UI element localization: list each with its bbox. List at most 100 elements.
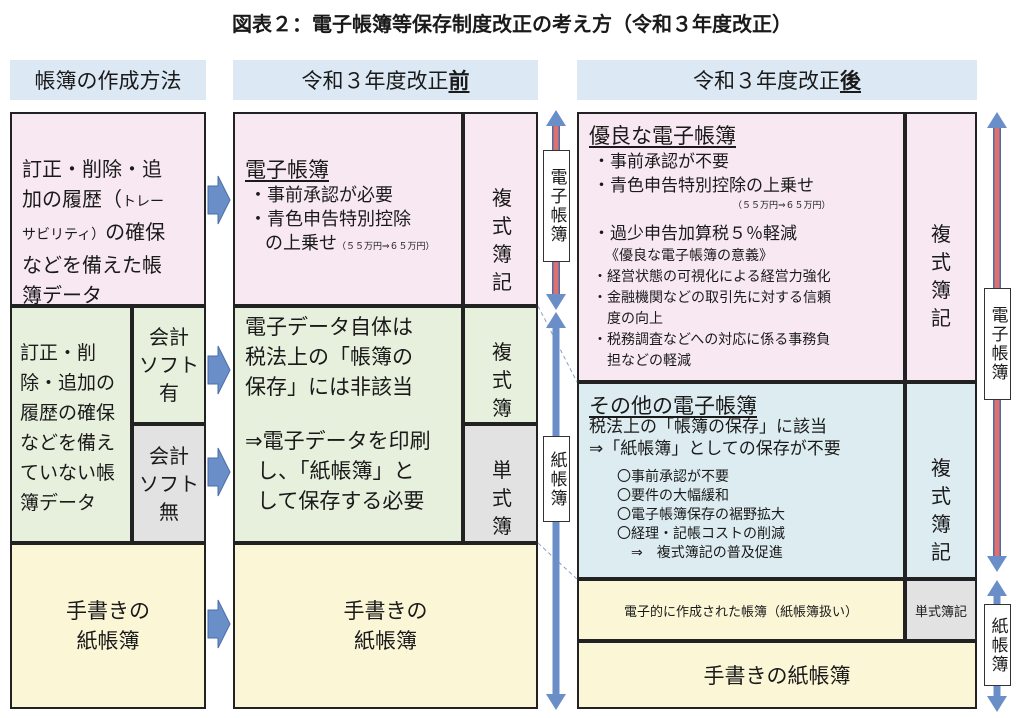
arrow-right-icon bbox=[207, 345, 231, 395]
before-double-entry: 複 式 簿 記 bbox=[471, 184, 541, 296]
method-traceable-line: 加の履歴（トレー bbox=[22, 184, 202, 217]
after-other-item: ⇒ 複式簿記の普及促進 bbox=[617, 545, 783, 561]
software-yes-line: ソフト bbox=[139, 353, 199, 377]
arrow-down-icon bbox=[987, 696, 1007, 712]
entry-line: 簿 記 bbox=[492, 242, 520, 294]
before-handwritten-line: 紙帳簿 bbox=[354, 629, 417, 653]
after-other-item: 〇事前承認が不要 bbox=[617, 469, 729, 485]
before-print-line: し、「紙帳簿」と bbox=[257, 459, 415, 483]
after-other-item: 〇電子帳簿保存の裾野拡大 bbox=[617, 507, 785, 523]
label-text: 電子帳簿 bbox=[987, 306, 1008, 382]
before-label-paper: 紙帳簿 bbox=[543, 436, 570, 522]
before-handwritten: 手書きの 紙帳簿 bbox=[233, 543, 538, 709]
arrow-up-icon bbox=[987, 580, 1007, 596]
method-traceable-text: 訂正・削除・追 加の履歴（トレー サビリティ）の確保 などを備えた帳 簿データ bbox=[22, 154, 202, 310]
after-double-entry-2: 複 式 簿 記 bbox=[911, 454, 979, 566]
after-label-ebook: 電子帳簿 bbox=[984, 288, 1011, 400]
header-before-text: 令和３年度改正 bbox=[301, 69, 449, 93]
entry-line: 簿 記 bbox=[931, 278, 959, 330]
arrow-right-icon bbox=[207, 599, 231, 649]
method-no-trace-line: 除・追加の bbox=[20, 372, 116, 394]
method-row-traceable: 訂正・削除・追 加の履歴（トレー サビリティ）の確保 などを備えた帳 簿データ bbox=[10, 112, 206, 307]
arrow-right-icon bbox=[207, 447, 231, 497]
after-other-line: 税法上の「帳簿の保存」に該当 bbox=[589, 417, 827, 437]
before-ebook-items: ・事前承認が必要 ・青色申告特別控除 の上乗せ（５５万円⇒６５万円） bbox=[249, 184, 464, 259]
entry-line: 複 式 bbox=[931, 222, 959, 274]
after-handwritten: 手書きの紙帳簿 bbox=[577, 641, 977, 709]
significance-item: 度の向上 bbox=[593, 311, 663, 327]
before-data-line: 税法上の「帳簿の bbox=[245, 345, 413, 369]
header-before-emphasis: 前 bbox=[448, 69, 470, 93]
after-electronic-paper: 電子的に作成された帳簿（紙帳簿扱い） bbox=[577, 579, 905, 641]
after-excellent-item: ・過少申告加算税５％軽減 bbox=[593, 224, 797, 244]
after-other-item: 〇要件の大幅緩和 bbox=[617, 488, 729, 504]
after-other-items: 〇事前承認が不要 〇要件の大幅緩和 〇電子帳簿保存の裾野拡大 〇経理・記帳コスト… bbox=[617, 468, 902, 563]
before-ebook: 電子帳簿 ・事前承認が必要 ・青色申告特別控除 の上乗せ（５５万円⇒６５万円） bbox=[233, 112, 463, 306]
label-text: 電子帳簿 bbox=[546, 168, 567, 244]
before-data-lines: 電子データ自体は 税法上の「帳簿の 保存」には非該当 bbox=[245, 312, 413, 402]
label-text: 紙帳簿 bbox=[987, 616, 1008, 674]
before-print-lines: ⇒電子データを印刷 し、「紙帳簿」と して保存する必要 bbox=[245, 426, 431, 516]
before-ebook-item-main: の上乗せ bbox=[265, 233, 337, 254]
header-after: 令和３年度改正後 bbox=[577, 60, 977, 100]
after-single-entry: 単式簿記 bbox=[905, 579, 977, 641]
software-yes-line: 会計 bbox=[149, 325, 189, 349]
significance-title: 《優良な電子帳簿の意義》 bbox=[605, 248, 773, 264]
software-no-line: 会計 bbox=[149, 443, 189, 468]
entry-line: 複 式 bbox=[492, 186, 520, 238]
entry-line: 複 式 bbox=[492, 340, 520, 392]
label-text: 紙帳簿 bbox=[546, 450, 567, 508]
significance-item: ・金融機関などの取引先に対する信頼 bbox=[593, 290, 831, 306]
after-excellent: 優良な電子帳簿 ・事前承認が不要 ・青色申告特別控除の上乗せ （５５万円⇒６５万… bbox=[577, 112, 905, 382]
method-handwritten: 手書きの 紙帳簿 bbox=[10, 543, 206, 709]
arrow-up-icon bbox=[546, 110, 566, 126]
entry-line: 複 式 bbox=[931, 456, 959, 508]
method-no-trace-line: 簿データ bbox=[20, 492, 97, 514]
after-other-lines: 税法上の「帳簿の保存」に該当 ⇒「紙帳簿」としての保存が不要 bbox=[589, 416, 904, 460]
before-data-line: 電子データ自体は bbox=[245, 315, 413, 339]
method-traceable-line: 簿データ bbox=[22, 283, 102, 307]
before-data-print: 電子データ自体は 税法上の「帳簿の 保存」には非該当 ⇒電子データを印刷 し、「… bbox=[233, 306, 463, 543]
before-ebook-title: 電子帳簿 bbox=[245, 158, 329, 182]
after-excellent-items: ・事前承認が不要 ・青色申告特別控除の上乗せ （５５万円⇒６５万円） ・過少申告… bbox=[593, 150, 903, 246]
method-no-trace-text: 訂正・削 除・追加の 履歴の確保 などを備え ていない帳 簿データ bbox=[20, 338, 130, 518]
method-traceable-line: 訂正・削除・追 bbox=[22, 157, 162, 181]
after-label-paper: 紙帳簿 bbox=[984, 604, 1011, 686]
entry-line: 簿 記 bbox=[931, 512, 959, 564]
arrow-up-icon bbox=[987, 112, 1007, 128]
header-method: 帳簿の作成方法 bbox=[10, 60, 206, 100]
method-traceable-part: トレー bbox=[122, 194, 164, 210]
header-before: 令和３年度改正前 bbox=[233, 60, 538, 100]
method-handwritten-line: 紙帳簿 bbox=[76, 629, 140, 653]
after-excellent-item: ・事前承認が不要 bbox=[593, 152, 729, 172]
after-double-entry: 複 式 簿 記 bbox=[911, 220, 979, 332]
after-excellent-item: ・青色申告特別控除の上乗せ bbox=[593, 176, 814, 196]
method-traceable-line: などを備えた帳 bbox=[22, 253, 162, 277]
method-no-trace-line: 訂正・削 bbox=[20, 342, 97, 364]
significance-item: ・税務調査などへの対応に係る事務負 bbox=[593, 332, 831, 348]
header-after-text: 令和３年度改正 bbox=[693, 69, 840, 93]
before-print-line: ⇒電子データを印刷 bbox=[245, 429, 431, 453]
after-excellent-entry: 複 式 簿 記 bbox=[905, 112, 977, 382]
arrow-down-icon bbox=[546, 694, 566, 710]
before-print-line: して保存する必要 bbox=[257, 489, 425, 513]
before-data-line: 保存」には非該当 bbox=[245, 375, 413, 399]
after-other: その他の電子帳簿 税法上の「帳簿の保存」に該当 ⇒「紙帳簿」としての保存が不要 … bbox=[577, 382, 905, 579]
arrow-up-icon bbox=[546, 312, 566, 328]
method-no-trace-line: ていない帳 bbox=[20, 462, 116, 484]
method-row-no-trace: 訂正・削 除・追加の 履歴の確保 などを備え ていない帳 簿データ bbox=[10, 306, 132, 543]
method-handwritten-line: 手書きの bbox=[66, 599, 150, 623]
arrow-down-icon bbox=[987, 556, 1007, 572]
significance-item: ・経営状態の可視化による経営力強化 bbox=[593, 269, 831, 285]
header-after-emphasis: 後 bbox=[840, 69, 861, 93]
before-handwritten-line: 手書きの bbox=[343, 599, 428, 623]
before-ebook-item: ・事前承認が必要 bbox=[249, 185, 393, 206]
significance-item: 担などの軽減 bbox=[593, 353, 691, 369]
before-ebook-entry: 複 式 簿 記 bbox=[463, 112, 538, 306]
before-label-ebook: 電子帳簿 bbox=[543, 150, 570, 262]
method-traceable-line: サビリティ）の確保 bbox=[22, 220, 166, 244]
software-yes-line: 有 bbox=[159, 381, 179, 405]
figure-title: 図表２：電子帳簿等保存制度改正の考え方（令和３年度改正） bbox=[232, 12, 792, 36]
before-ebook-item: の上乗せ（５５万円⇒６５万円） bbox=[249, 232, 464, 259]
